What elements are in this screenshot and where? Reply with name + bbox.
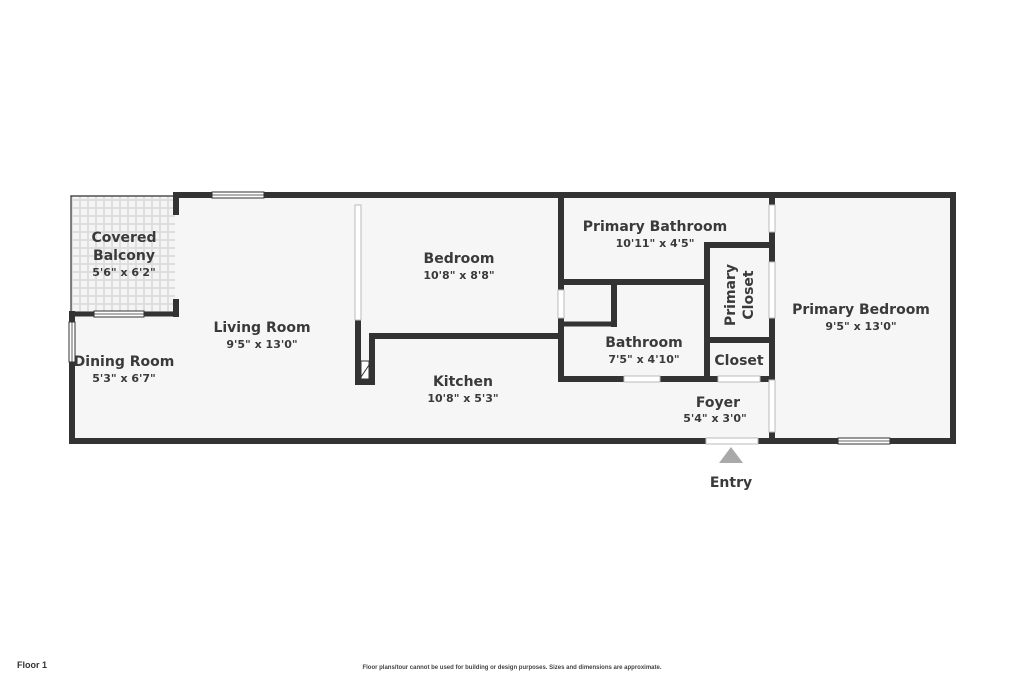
room-bedroom-name: Bedroom bbox=[424, 251, 495, 267]
living-dining-floor bbox=[72, 195, 772, 441]
room-dining-room-name: Dining Room bbox=[74, 354, 175, 370]
room-kitchen-name: Kitchen bbox=[433, 374, 493, 390]
room-primary-closet-name-2: Closet bbox=[741, 270, 757, 320]
room-primary-bathroom-name: Primary Bathroom bbox=[583, 219, 727, 235]
room-primary-bathroom: Primary Bathroom 10'11" x 4'5" bbox=[583, 219, 727, 250]
balcony-floor-overlay bbox=[71, 196, 175, 313]
floor-label: Floor 1 bbox=[17, 660, 48, 670]
room-covered-balcony: Covered Balcony 5'6" x 6'2" bbox=[92, 230, 157, 279]
room-dining-room-dims: 5'3" x 6'7" bbox=[92, 372, 156, 385]
primary-bedroom-floor bbox=[772, 195, 954, 441]
room-covered-balcony-name-2: Balcony bbox=[93, 248, 155, 264]
room-living-room-name: Living Room bbox=[213, 320, 310, 336]
room-primary-bathroom-dims: 10'11" x 4'5" bbox=[616, 237, 695, 250]
room-bathroom-dims: 7'5" x 4'10" bbox=[608, 353, 679, 366]
room-primary-bedroom: Primary Bedroom 9'5" x 13'0" bbox=[792, 302, 930, 333]
room-primary-closet: Primary Closet bbox=[723, 264, 757, 326]
room-kitchen: Kitchen 10'8" x 5'3" bbox=[427, 374, 498, 405]
disclaimer: Floor plans/tour cannot be used for buil… bbox=[362, 665, 662, 671]
entry-door[interactable] bbox=[705, 437, 759, 445]
windows-inner-lines bbox=[71, 194, 890, 442]
room-kitchen-dims: 10'8" x 5'3" bbox=[427, 392, 498, 405]
room-closet: Closet bbox=[714, 353, 764, 369]
room-foyer: Foyer 5'4" x 3'0" bbox=[683, 395, 747, 425]
room-bedroom: Bedroom 10'8" x 8'8" bbox=[423, 251, 494, 282]
room-dining-room: Dining Room 5'3" x 6'7" bbox=[74, 354, 175, 385]
room-living-room-dims: 9'5" x 13'0" bbox=[226, 338, 297, 351]
column-hatch bbox=[360, 364, 370, 378]
room-closet-name: Closet bbox=[714, 353, 764, 369]
walls bbox=[69, 192, 956, 444]
room-bedroom-dims: 10'8" x 8'8" bbox=[423, 269, 494, 282]
entry-arrow-icon bbox=[719, 447, 743, 463]
room-bathroom-name: Bathroom bbox=[605, 335, 683, 351]
room-primary-closet-name-1: Primary bbox=[723, 264, 739, 326]
room-bathroom: Bathroom 7'5" x 4'10" bbox=[605, 335, 683, 366]
room-foyer-name: Foyer bbox=[696, 395, 740, 411]
room-primary-bedroom-dims: 9'5" x 13'0" bbox=[825, 320, 896, 333]
column-detail bbox=[360, 360, 370, 380]
room-primary-bedroom-name: Primary Bedroom bbox=[792, 302, 930, 318]
room-covered-balcony-dims: 5'6" x 6'2" bbox=[92, 266, 156, 279]
room-living-room: Living Room 9'5" x 13'0" bbox=[213, 320, 310, 351]
room-foyer-dims: 5'4" x 3'0" bbox=[683, 412, 747, 425]
entry-label: Entry bbox=[710, 475, 752, 491]
interior-openings bbox=[354, 204, 776, 433]
room-covered-balcony-name-1: Covered bbox=[92, 230, 157, 246]
